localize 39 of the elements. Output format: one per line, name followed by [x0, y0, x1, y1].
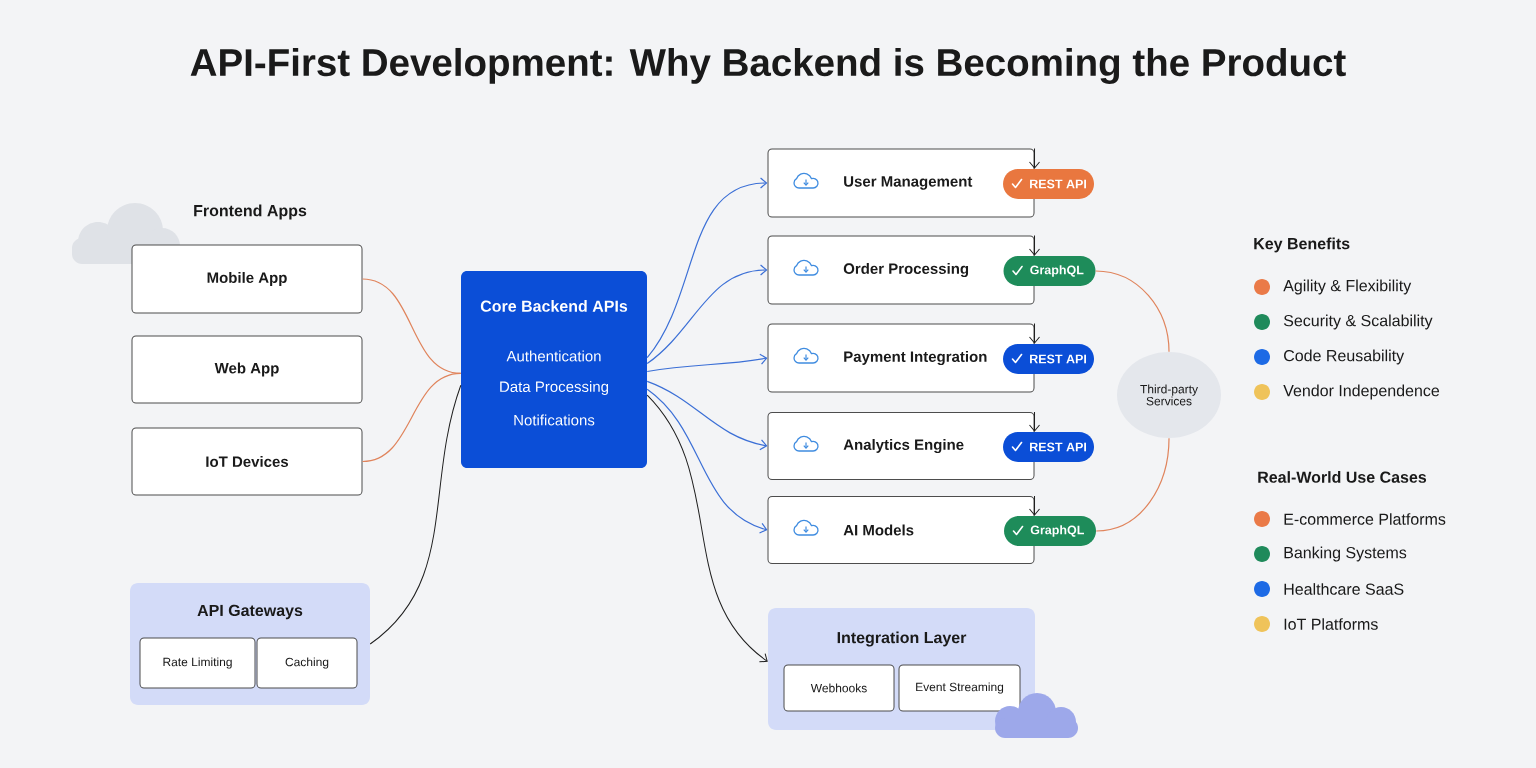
arrow	[646, 177, 768, 359]
legend-text: Code Reusability	[1284, 349, 1405, 365]
arrow	[1029, 495, 1040, 516]
arrow	[1029, 323, 1040, 344]
connector-line	[361, 372, 462, 463]
app-box: Web App	[131, 335, 363, 404]
arrow	[1029, 411, 1040, 432]
app-box: Mobile App	[131, 244, 363, 314]
feature-box: Caching	[256, 637, 358, 689]
legend-text: Banking Systems	[1284, 546, 1407, 562]
connector-line	[369, 384, 462, 645]
connector-line	[1095, 270, 1170, 353]
legend-text: Vendor Independence	[1283, 384, 1440, 400]
heading: Real-World Use Cases	[1258, 471, 1427, 483]
arrow	[646, 380, 768, 451]
feature-box: Rate Limiting	[139, 637, 256, 689]
arrow	[1029, 235, 1040, 256]
legend-text: Security & Scalability	[1283, 314, 1433, 330]
legend-text: E-commerce Platforms	[1284, 513, 1446, 525]
heading: Frontend Apps	[194, 204, 307, 220]
feature-text: Notifications	[514, 414, 595, 426]
arrow	[646, 388, 768, 534]
connector-line	[1095, 437, 1170, 532]
arrow	[646, 394, 768, 663]
legend-text: IoT Platforms	[1284, 618, 1378, 630]
legend-text: Agility & Flexibility	[1283, 279, 1412, 295]
arrow	[646, 264, 768, 365]
feature-box: Webhooks	[783, 664, 895, 712]
feature-text: Data Processing	[500, 381, 609, 395]
arrow	[1029, 148, 1040, 169]
feature-text: Authentication	[506, 350, 601, 362]
heading: Key Benefits	[1254, 237, 1350, 253]
legend-text: Healthcare SaaS	[1284, 583, 1404, 595]
feature-box: Event Streaming	[898, 664, 1021, 712]
app-box: IoT Devices	[131, 427, 363, 496]
api-badge: REST API	[1003, 432, 1094, 462]
title: API-First Development: Why Backend is Becoming the Product	[190, 47, 1346, 84]
arrow	[646, 353, 768, 373]
api-badge: REST API	[1003, 344, 1094, 374]
